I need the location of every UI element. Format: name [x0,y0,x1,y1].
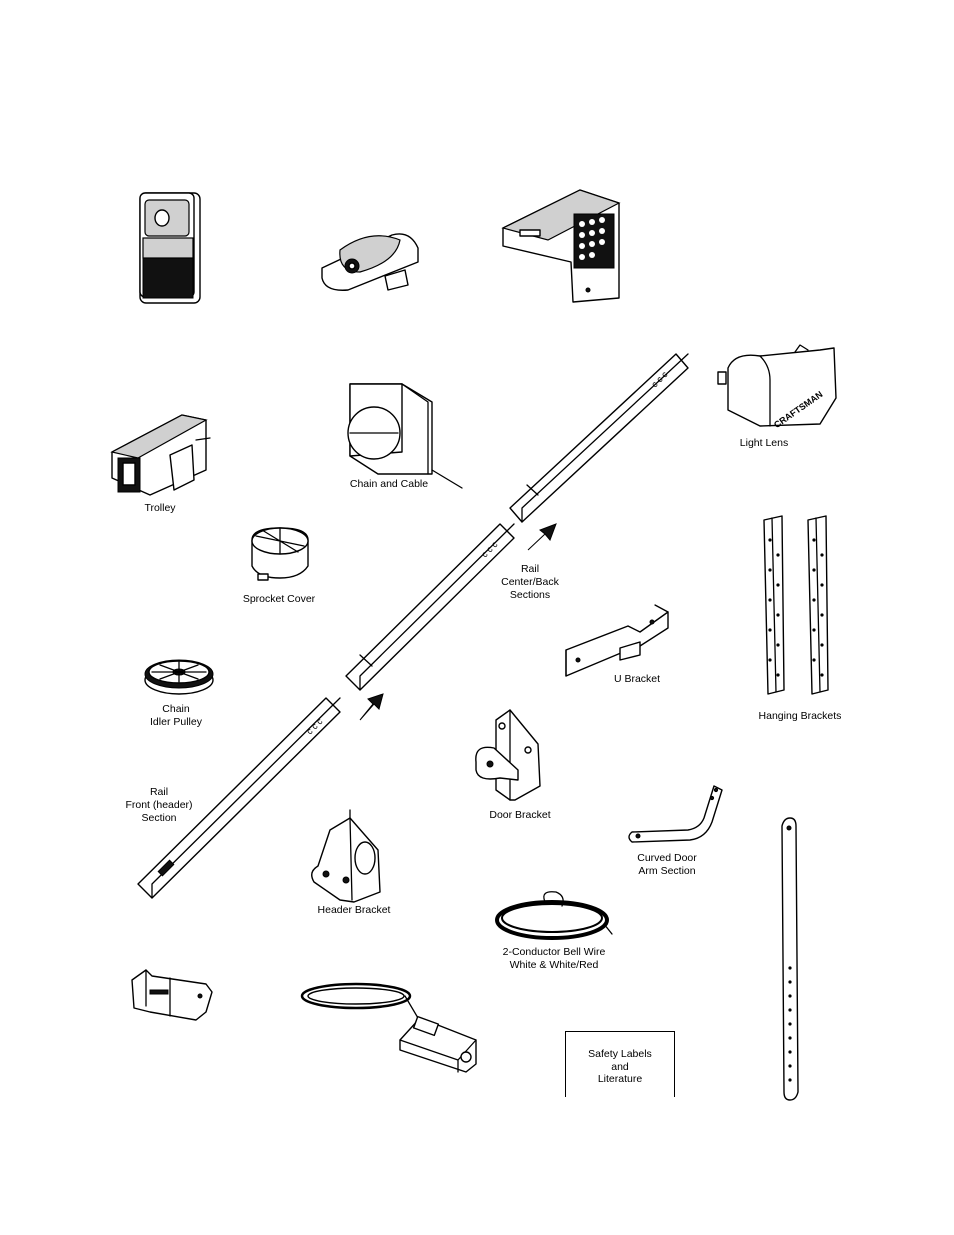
light-lens-label: Light Lens [714,437,814,450]
chain-and-cable-label: Chain and Cable [334,478,444,491]
door-bracket-label: Door Bracket [470,809,570,822]
bell-wire-label: 2-Conductor Bell Wire White & White/Red [484,946,624,972]
chain-idler-pulley-illustration [145,660,213,694]
straight-door-arm-illustration [782,818,798,1100]
rail-middle-illustration: c c c [346,524,514,690]
bell-wire-illustration [497,892,612,938]
light-lens-illustration: CRAFTSMAN [718,345,836,430]
mounting-bracket-illustration [132,970,212,1020]
hanging-brackets-label: Hanging Brackets [740,710,860,723]
rail-center-back-label: Rail Center/Back Sections [484,563,576,602]
arrow-icon [360,694,383,720]
safety-labels-box: Safety Labels and Literature [565,1031,675,1097]
keypad-illustration [503,190,619,302]
sprocket-cover-illustration [252,528,308,580]
rail-front-label: Rail Front (header) Section [106,786,212,825]
u-bracket-label: U Bracket [596,673,678,686]
safety-sensor-illustration [302,984,476,1072]
door-bracket-illustration [476,710,540,800]
arrow-icon [528,524,556,550]
safety-labels-text: Safety Labels and Literature [566,1048,674,1086]
trolley-illustration [112,415,210,495]
curved-door-arm-label: Curved Door Arm Section [616,852,718,878]
header-bracket-illustration [312,810,380,902]
rail-upper-illustration: c c c [510,354,688,522]
sprocket-cover-label: Sprocket Cover [226,593,332,606]
u-bracket-illustration [566,605,668,676]
hanging-brackets-illustration [764,516,828,694]
chain-idler-pulley-label: Chain Idler Pulley [136,703,216,729]
chain-and-cable-illustration [348,384,462,488]
keychain-remote-illustration [322,234,418,290]
header-bracket-label: Header Bracket [296,904,412,917]
curved-door-arm-illustration [629,786,722,842]
trolley-label: Trolley [120,502,200,515]
remote-control-illustration [140,193,200,303]
